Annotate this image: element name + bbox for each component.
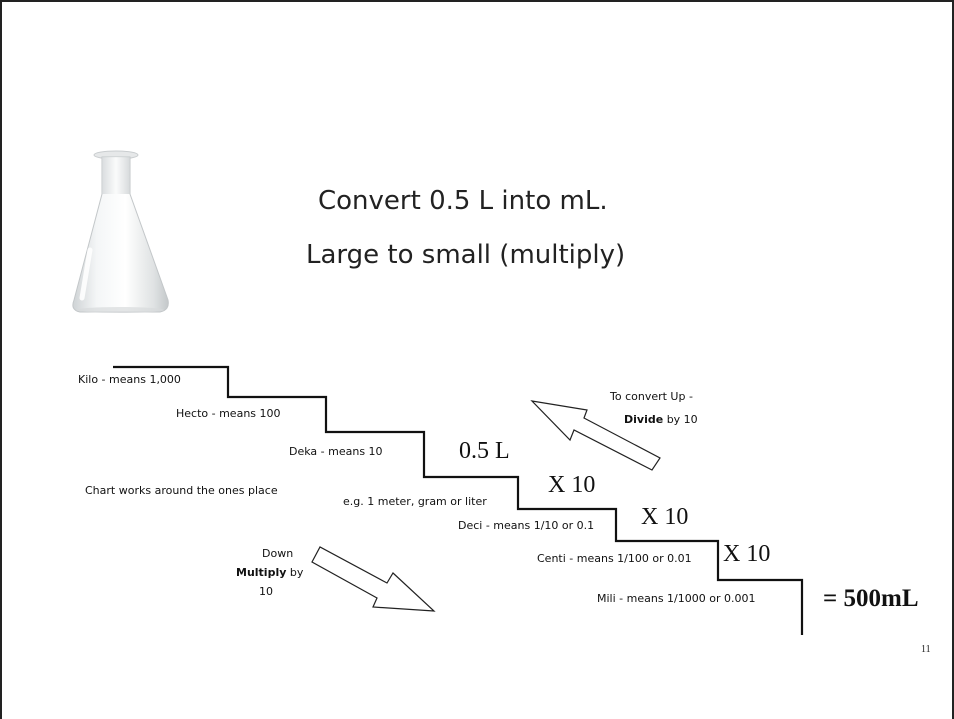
arrow-down-right-icon (311, 546, 436, 612)
convert-up-rest: by 10 (666, 413, 698, 426)
convert-down-line1: Down (262, 547, 294, 560)
base-unit-label: Chart works around the ones place (85, 484, 278, 497)
multiply-step-2: X 10 (641, 504, 689, 530)
mili-label: Mili - means 1/1000 or 0.001 (597, 592, 756, 605)
arrow-up-left-icon (530, 400, 661, 471)
multiply-step-1: X 10 (548, 472, 596, 498)
erlenmeyer-flask-icon (72, 150, 169, 313)
multiply-step-3: X 10 (723, 541, 771, 567)
deci-label: Deci - means 1/10 or 0.1 (458, 519, 595, 532)
start-value: 0.5 L (459, 438, 510, 464)
staircase-line (113, 365, 804, 635)
hecto-label: Hecto - means 100 (176, 407, 281, 420)
convert-up-divide: Divide by 10 (624, 413, 698, 426)
convert-up-note: To convert Up - (610, 390, 693, 403)
deka-label: Deka - means 10 (289, 445, 383, 458)
convert-up-line1: To convert Up - (610, 390, 693, 403)
page-number: 11 (921, 644, 931, 655)
convert-down-line3: 10 (259, 585, 273, 598)
base-unit-example: e.g. 1 meter, gram or liter (343, 495, 487, 508)
kilo-label: Kilo - means 1,000 (78, 373, 181, 386)
convert-down-multiply: Multiply by (236, 566, 303, 579)
divide-word: Divide (624, 413, 664, 426)
result-value: = 500mL (823, 585, 919, 612)
slide-title: Convert 0.5 L into mL. (318, 186, 608, 216)
convert-down-rest: by (289, 566, 304, 579)
multiply-word: Multiply (236, 566, 287, 579)
slide-subtitle: Large to small (multiply) (306, 240, 626, 270)
centi-label: Centi - means 1/100 or 0.01 (537, 552, 692, 565)
